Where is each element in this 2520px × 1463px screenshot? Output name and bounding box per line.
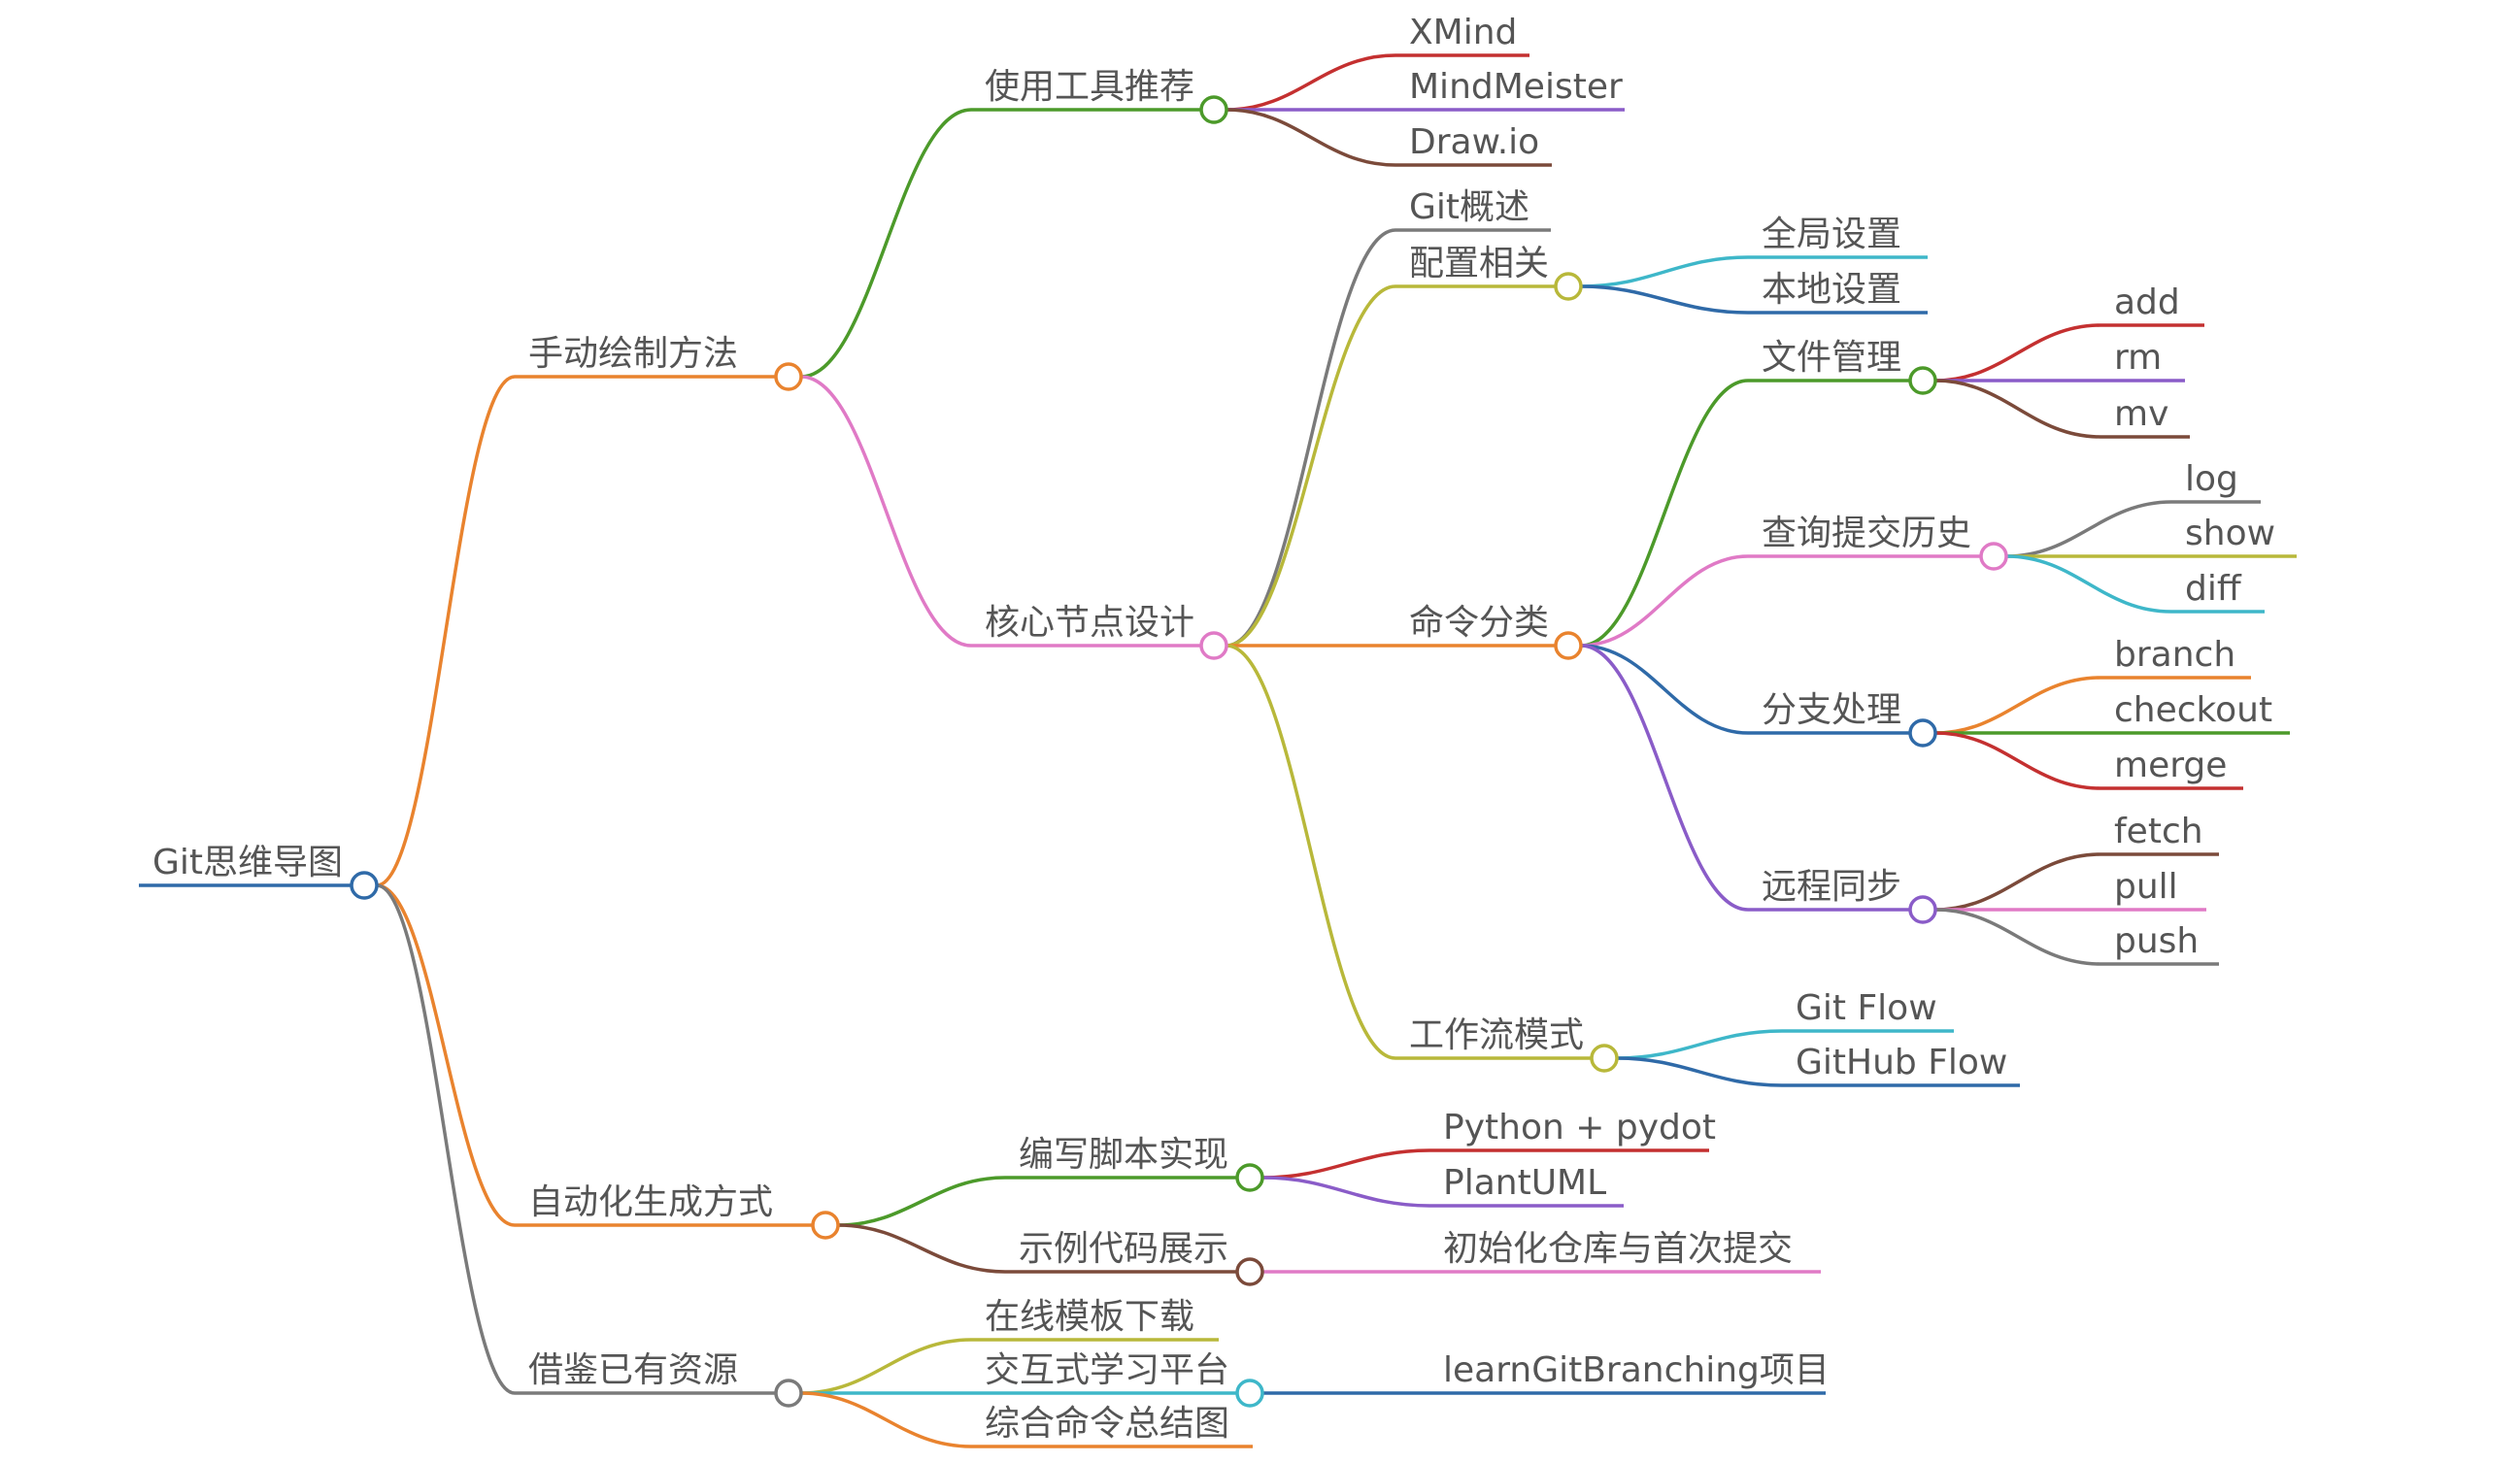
edge-1-1 (837, 1223, 1006, 1274)
node-label-0-1-2-3-0: fetch (2114, 812, 2203, 851)
node-label-0-1-1-0: 全局设置 (1762, 215, 1901, 254)
edge-0-1-2-1-2 (2005, 554, 2172, 614)
node-label-0-1-1-1: 本地设置 (1762, 270, 1901, 310)
edge-0-1-1-0 (1580, 255, 1749, 288)
collapse-toggle-0-1-2-0[interactable] (1908, 366, 1937, 395)
node-label-0-1-2-0: 文件管理 (1762, 338, 1901, 378)
edge-0-1-0 (1226, 228, 1396, 648)
node-label-0-1-2-2-0: branch (2114, 635, 2235, 675)
node-label-1-0-1: PlantUML (1443, 1163, 1606, 1203)
node-label-0-1-2-0-2: mv (2114, 394, 2168, 434)
edge-0-1-2-0-0 (1934, 323, 2101, 382)
node-label-0-1-3: 工作流模式 (1409, 1015, 1584, 1055)
edge-0-1-2-1 (1580, 554, 1749, 648)
edge-1-0-1 (1261, 1176, 1430, 1208)
edge-2 (376, 883, 516, 1395)
node-label-root: Git思维导图 (152, 843, 343, 882)
edge-0-1-3 (1226, 644, 1396, 1060)
node-label-2-2: 综合命令总结图 (985, 1404, 1229, 1444)
edge-0-1 (800, 375, 972, 648)
node-label-0-1-2-2-2: merge (2114, 746, 2227, 785)
edge-0-1-2-1-0 (2005, 500, 2172, 558)
collapse-toggle-0-0[interactable] (1199, 95, 1228, 124)
collapse-toggle-0-1-2-1[interactable] (1979, 542, 2008, 571)
node-label-0-1-2-2: 分支处理 (1762, 690, 1901, 730)
edge-0-1-2-3 (1580, 644, 1749, 912)
edge-0-1-1-1 (1580, 284, 1749, 315)
edge-0 (376, 375, 516, 887)
node-label-2-0: 在线模板下载 (985, 1297, 1194, 1337)
edge-2-0 (800, 1338, 972, 1395)
collapse-toggle-0-1-2-3[interactable] (1908, 895, 1937, 924)
edge-0-1-2-2-2 (1934, 731, 2101, 790)
collapse-toggle-1[interactable] (811, 1211, 840, 1240)
node-label-1-1: 示例代码展示 (1019, 1229, 1228, 1269)
node-label-0: 手动绘制方法 (528, 334, 738, 374)
node-label-0-1-2-2-1: checkout (2114, 690, 2272, 730)
edge-0-1-2-2-0 (1934, 676, 2101, 735)
collapse-toggle-0-1-3[interactable] (1590, 1044, 1619, 1073)
node-label-0-1-1: 配置相关 (1409, 244, 1549, 283)
collapse-toggle-0-1-1[interactable] (1554, 272, 1583, 301)
edge-2-2 (800, 1391, 972, 1448)
node-label-0-1-2-1-2: diff (2185, 569, 2242, 609)
edge-0-1-2-3-2 (1934, 908, 2101, 966)
collapse-toggle-0-1-2-2[interactable] (1908, 718, 1937, 748)
edge-1 (376, 883, 516, 1227)
edge-0-1-2-2 (1580, 644, 1749, 735)
edge-0-0-0 (1226, 53, 1396, 112)
node-label-0-1: 核心节点设计 (985, 603, 1194, 643)
node-label-0-1-0: Git概述 (1409, 187, 1529, 227)
edge-0-1-3-1 (1616, 1056, 1783, 1087)
node-label-1-0-0: Python + pydot (1443, 1108, 1716, 1147)
collapse-toggle-root[interactable] (350, 871, 379, 900)
edge-0-0-2 (1226, 108, 1396, 167)
node-label-2-1-0: learnGitBranching项目 (1443, 1350, 1830, 1390)
node-label-1: 自动化生成方式 (528, 1182, 773, 1222)
collapse-toggle-1-0[interactable] (1235, 1163, 1264, 1192)
node-label-0-0-2: Draw.io (1409, 122, 1539, 162)
node-label-1-0: 编写脚本实现 (1019, 1135, 1228, 1175)
collapse-toggle-0-1-2[interactable] (1554, 631, 1583, 660)
collapse-toggle-0[interactable] (774, 362, 803, 391)
node-label-0-1-2-0-1: rm (2114, 338, 2162, 378)
edge-0-1-2-0-2 (1934, 379, 2101, 439)
node-label-2-1: 交互式学习平台 (985, 1350, 1229, 1390)
node-label-0-1-3-0: Git Flow (1796, 988, 1937, 1028)
edge-0-1-2-0 (1580, 379, 1749, 648)
node-label-1-1-0: 初始化仓库与首次提交 (1443, 1229, 1793, 1269)
edge-0-0 (800, 108, 972, 379)
collapse-toggle-1-1[interactable] (1235, 1257, 1264, 1286)
node-label-0-1-2: 命令分类 (1409, 603, 1549, 643)
edge-0-1-1 (1226, 284, 1396, 648)
node-label-0-0-1: MindMeister (1409, 67, 1623, 107)
edge-1-0-0 (1261, 1148, 1430, 1180)
node-label-0-1-2-1: 查询提交历史 (1762, 514, 1971, 553)
node-label-0-0: 使用工具推荐 (985, 67, 1194, 107)
collapse-toggle-2-1[interactable] (1235, 1379, 1264, 1408)
collapse-toggle-2[interactable] (774, 1379, 803, 1408)
node-label-0-1-2-1-0: log (2185, 459, 2238, 499)
node-label-0-1-2-3-1: pull (2114, 867, 2178, 907)
node-label-0-1-2-3: 远程同步 (1762, 867, 1901, 907)
node-label-2: 借鉴已有资源 (528, 1350, 738, 1390)
collapse-toggle-0-1[interactable] (1199, 631, 1228, 660)
edge-1-0 (837, 1176, 1006, 1227)
node-label-0-1-3-1: GitHub Flow (1796, 1043, 2007, 1082)
edge-0-1-2-3-0 (1934, 852, 2101, 912)
node-label-0-1-2-0-0: add (2114, 283, 2180, 322)
node-label-0-1-2-3-2: push (2114, 921, 2199, 961)
node-label-0-0-0: XMind (1409, 13, 1517, 52)
node-label-0-1-2-1-1: show (2185, 514, 2275, 553)
edge-0-1-3-0 (1616, 1029, 1783, 1060)
